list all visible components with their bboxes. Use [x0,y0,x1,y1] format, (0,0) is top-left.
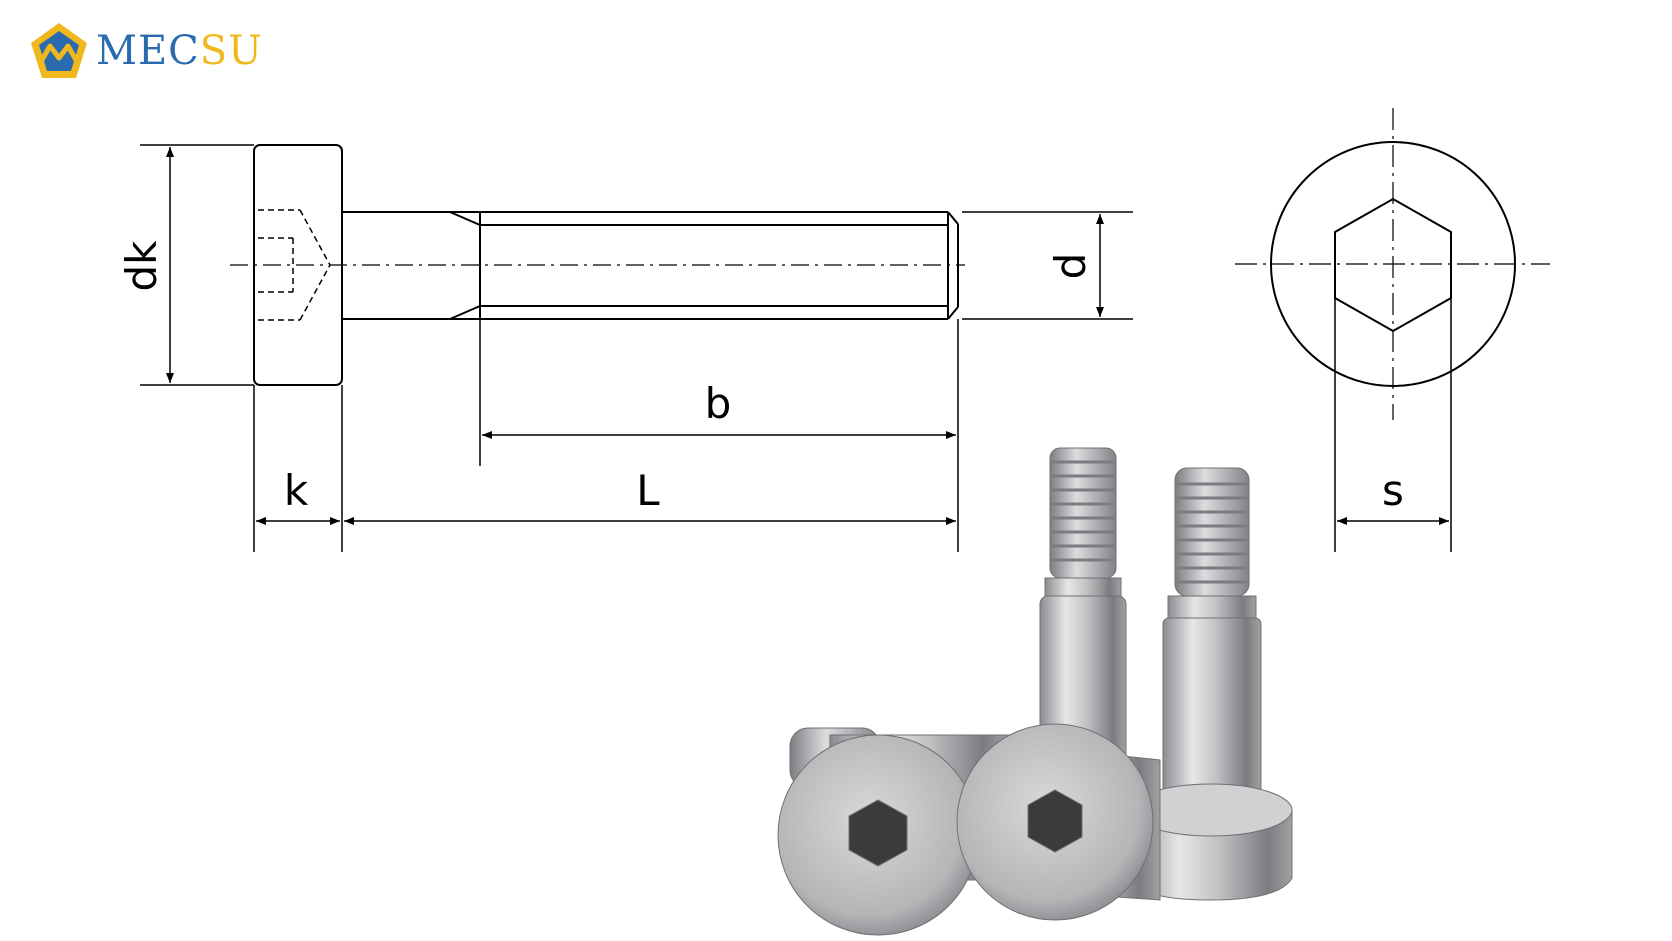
brand-wordmark: MECSU [96,28,263,74]
dimension-label-L: L [636,466,660,515]
hex-socket-photo-icon [1027,789,1083,853]
dimension-label-dk: dk [117,240,166,292]
dimension-s [1334,298,1452,552]
hex-socket-photo-icon [848,799,908,867]
mecsu-logo-icon [31,23,87,78]
brand-logo: MECSU [28,20,263,82]
dimension-dk [140,144,254,386]
brand-text-su: SU [199,28,263,74]
screw-end-view [1235,108,1550,420]
brand-text-mec: MEC [96,28,200,74]
dimension-lengths [253,319,959,552]
screw-side-view [230,144,965,386]
hidden-socket-lines [258,209,331,321]
dimension-label-s: s [1382,466,1404,515]
dimension-d [962,211,1133,320]
shoulder-screw-right [1129,467,1293,901]
dimension-label-k: k [284,466,309,515]
dimension-label-d: d [1046,253,1095,280]
shoulder-screw-lying-middle [956,723,1161,921]
dimension-label-b: b [705,379,732,428]
product-photo [777,447,1293,936]
